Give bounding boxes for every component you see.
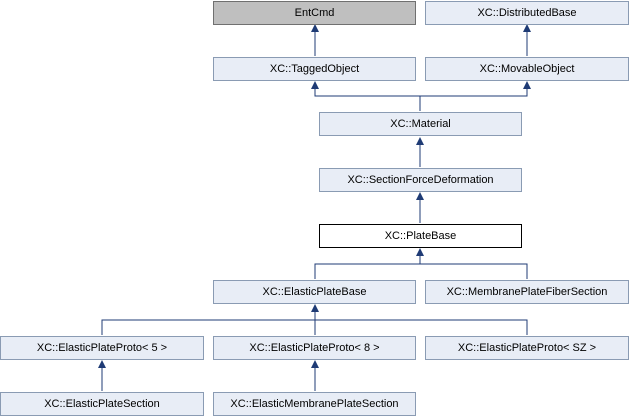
node-elastic-plate-base[interactable]: XC::ElasticPlateBase bbox=[213, 280, 416, 304]
node-tagged-object[interactable]: XC::TaggedObject bbox=[213, 57, 416, 81]
node-distributed-base[interactable]: XC::DistributedBase bbox=[425, 1, 629, 25]
node-plate-base: XC::PlateBase bbox=[319, 224, 522, 248]
node-elastic-membrane-plate-section[interactable]: XC::ElasticMembranePlateSection bbox=[213, 392, 416, 416]
edge-level5 bbox=[314, 263, 528, 279]
node-material[interactable]: XC::Material bbox=[319, 112, 522, 136]
node-elastic-plate-section[interactable]: XC::ElasticPlateSection bbox=[0, 392, 204, 416]
node-section-force-deformation[interactable]: XC::SectionForceDeformation bbox=[319, 168, 522, 192]
edge-material-parents bbox=[311, 81, 421, 111]
node-entcmd[interactable]: EntCmd bbox=[213, 1, 416, 25]
node-elastic-plate-proto-8[interactable]: XC::ElasticPlateProto< 8 > bbox=[213, 336, 416, 360]
edge-material-movable bbox=[420, 81, 531, 97]
node-membrane-plate-fiber-section[interactable]: XC::MembranePlateFiberSection bbox=[425, 280, 629, 304]
node-elastic-plate-proto-5[interactable]: XC::ElasticPlateProto< 5 > bbox=[0, 336, 204, 360]
node-elastic-plate-proto-sz[interactable]: XC::ElasticPlateProto< SZ > bbox=[425, 336, 629, 360]
node-movable-object[interactable]: XC::MovableObject bbox=[425, 57, 629, 81]
